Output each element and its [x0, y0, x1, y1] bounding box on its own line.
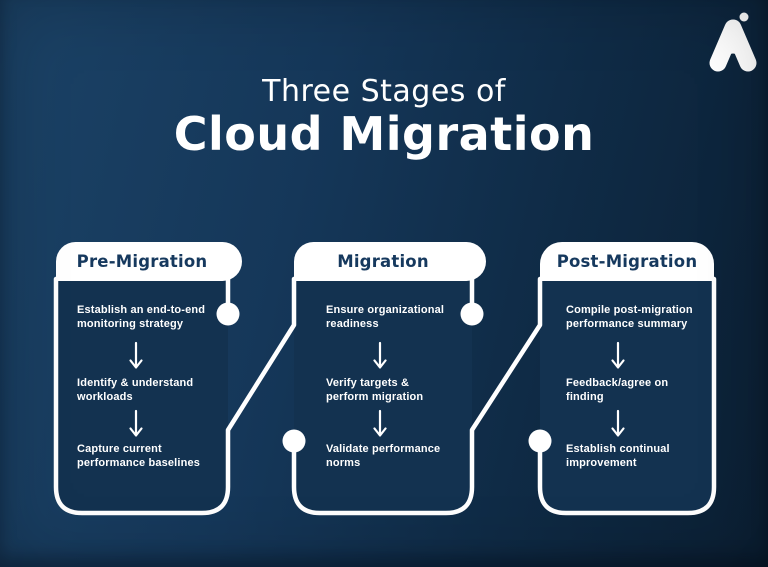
step-item: Identify & understand workloads [77, 377, 227, 404]
step-line: Compile post-migration [566, 304, 693, 316]
stage-header-pre-migration: Pre-Migration [56, 242, 242, 281]
step-line: Establish an end-to-end [77, 304, 206, 316]
down-arrow-icon [373, 409, 387, 437]
node-circle-icon [460, 302, 484, 326]
brand-logo-icon [702, 6, 764, 76]
card-outline-migration [291, 276, 543, 516]
title-line-2: Cloud Migration [173, 107, 595, 161]
step-item: Compile post-migration performance summa… [566, 304, 716, 331]
down-arrow-icon [373, 341, 387, 369]
stage-title: Migration [337, 252, 429, 271]
card-fill-migration [294, 246, 472, 512]
card-outline-pre-migration [53, 276, 297, 516]
node-circle-icon [528, 429, 552, 453]
step-line: Feedback/agree on [566, 377, 669, 389]
card-fill-pre-migration [56, 246, 228, 512]
stage-header-migration: Migration [294, 242, 486, 281]
step-line: Capture current [77, 443, 162, 455]
step-item: Verify targets & perform migration [326, 377, 476, 404]
step-line: improvement [566, 456, 637, 469]
step-line: Validate performance [326, 443, 441, 455]
down-arrow-icon [129, 341, 143, 369]
step-line: performance baselines [77, 456, 200, 469]
step-line: Establish continual [566, 443, 670, 455]
step-item: Capture current performance baselines [77, 443, 227, 470]
node-circle-icon [282, 429, 306, 453]
card-fill-post-migration [540, 246, 714, 512]
node-circle-icon [216, 302, 240, 326]
step-item: Feedback/agree on finding [566, 377, 716, 404]
down-arrow-icon [611, 341, 625, 369]
step-line: monitoring strategy [77, 317, 184, 330]
step-item: Establish an end-to-end monitoring strat… [77, 304, 227, 331]
step-line: norms [326, 456, 361, 469]
step-item: Validate performance norms [326, 443, 476, 470]
stage-title: Post-Migration [556, 252, 698, 271]
step-line: Ensure organizational [326, 304, 445, 316]
stage-header-post-migration: Post-Migration [540, 242, 714, 281]
step-line: workloads [77, 390, 133, 403]
title-line-1: Three Stages of [262, 74, 506, 109]
step-line: perform migration [326, 390, 424, 403]
step-line: readiness [326, 317, 379, 330]
down-arrow-icon [129, 409, 143, 437]
step-item: Establish continual improvement [566, 443, 716, 470]
step-line: Identify & understand [77, 377, 194, 389]
step-line: finding [566, 390, 604, 403]
card-outline-post-migration [537, 276, 717, 516]
stage-title: Pre-Migration [76, 252, 208, 271]
step-item: Ensure organizational readiness [326, 304, 476, 331]
down-arrow-icon [611, 409, 625, 437]
step-line: performance summary [566, 317, 688, 330]
step-line: Verify targets & [326, 377, 410, 389]
